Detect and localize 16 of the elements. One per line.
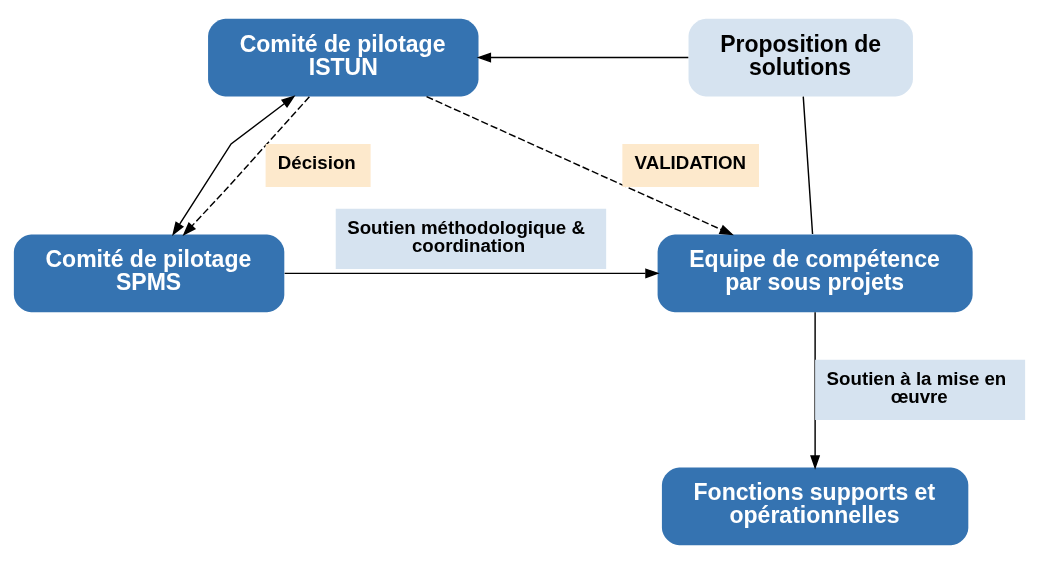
connector xyxy=(802,95,814,235)
arrow xyxy=(425,95,734,236)
node-box: Comité de pilotage ISTUN xyxy=(208,18,479,97)
edge-label: VALIDATION xyxy=(634,151,746,173)
node-box: Equipe de compétence par sous projets xyxy=(657,234,973,313)
arrow xyxy=(476,52,690,63)
arrow xyxy=(283,268,660,279)
edge-label: Soutien à la mise en œuvre xyxy=(826,367,1007,408)
node-box: Comité de pilotage SPMS xyxy=(13,234,285,313)
arrow xyxy=(182,96,311,237)
node-box: Proposition de solutions xyxy=(688,18,913,97)
edge-label: Décision xyxy=(277,151,356,173)
arrow xyxy=(810,311,821,470)
arrow xyxy=(172,95,296,237)
edge-label: Soutien méthodologique & coordination xyxy=(347,216,585,257)
node-box: Fonctions supports et opérationnelles xyxy=(661,467,969,546)
